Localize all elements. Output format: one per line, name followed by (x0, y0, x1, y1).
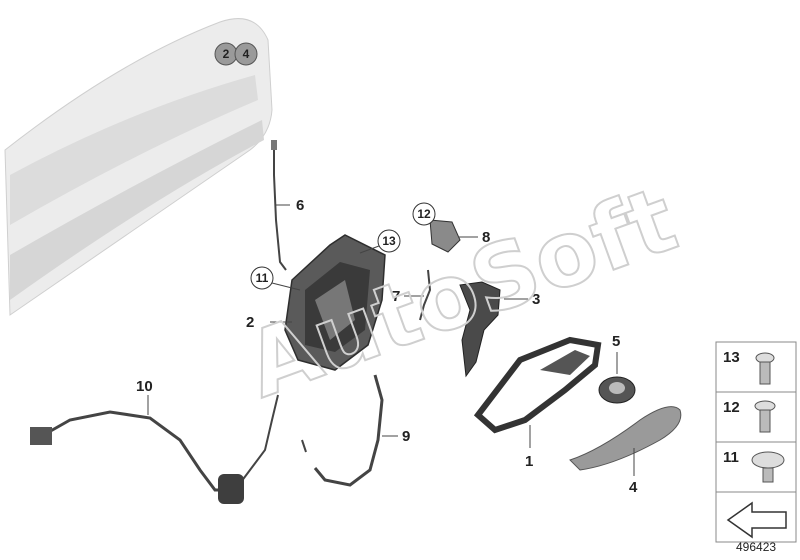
part-9-cable: 9 (301, 374, 410, 487)
svg-text:13: 13 (382, 234, 396, 248)
svg-text:11: 11 (256, 271, 269, 285)
door-panel (4, 18, 273, 316)
svg-text:8: 8 (482, 229, 490, 246)
svg-text:7: 7 (392, 288, 400, 305)
part-7-rod: 7 (392, 269, 432, 321)
reference-number: 496423 (736, 540, 777, 554)
legend-row-11: 11 (723, 449, 785, 483)
svg-text:2: 2 (223, 47, 230, 61)
door-callout-2: 2 (214, 42, 238, 66)
part-1-handle-carrier: 1 (473, 336, 602, 470)
fastener-legend: 13 12 11 (715, 341, 797, 543)
callout-11: 11 (250, 266, 301, 291)
callout-12: 12 (412, 202, 436, 226)
callout-13: 13 (359, 229, 401, 254)
svg-text:10: 10 (136, 378, 153, 395)
part-2-lock-body: 2 (246, 234, 386, 371)
arrow-icon (726, 501, 787, 539)
svg-text:11: 11 (723, 449, 739, 466)
svg-text:3: 3 (532, 291, 540, 308)
door-callout-4: 4 (234, 42, 258, 66)
part-8-bracket: 8 (429, 219, 490, 253)
svg-text:12: 12 (417, 207, 431, 221)
part-4-outer-handle: 4 (569, 406, 682, 496)
legend-row-12: 12 (723, 399, 776, 433)
svg-text:6: 6 (296, 197, 304, 214)
part-5-cap: 5 (598, 333, 636, 404)
part-6-rod: 6 (271, 140, 304, 271)
legend-row-13: 13 (723, 349, 775, 385)
svg-text:9: 9 (402, 428, 410, 445)
svg-text:4: 4 (243, 47, 250, 61)
part-10-cable: 10 (30, 378, 279, 504)
svg-text:4: 4 (629, 479, 638, 496)
torx-screw-long-icon (755, 352, 775, 385)
svg-text:2: 2 (246, 314, 254, 331)
torx-screw-flat-icon (751, 451, 785, 483)
svg-text:12: 12 (723, 399, 740, 416)
part-3-bracket: 3 (459, 281, 540, 378)
svg-text:5: 5 (612, 333, 620, 350)
svg-text:13: 13 (723, 349, 740, 366)
torx-screw-washer-icon (754, 400, 776, 433)
svg-text:1: 1 (525, 453, 533, 470)
